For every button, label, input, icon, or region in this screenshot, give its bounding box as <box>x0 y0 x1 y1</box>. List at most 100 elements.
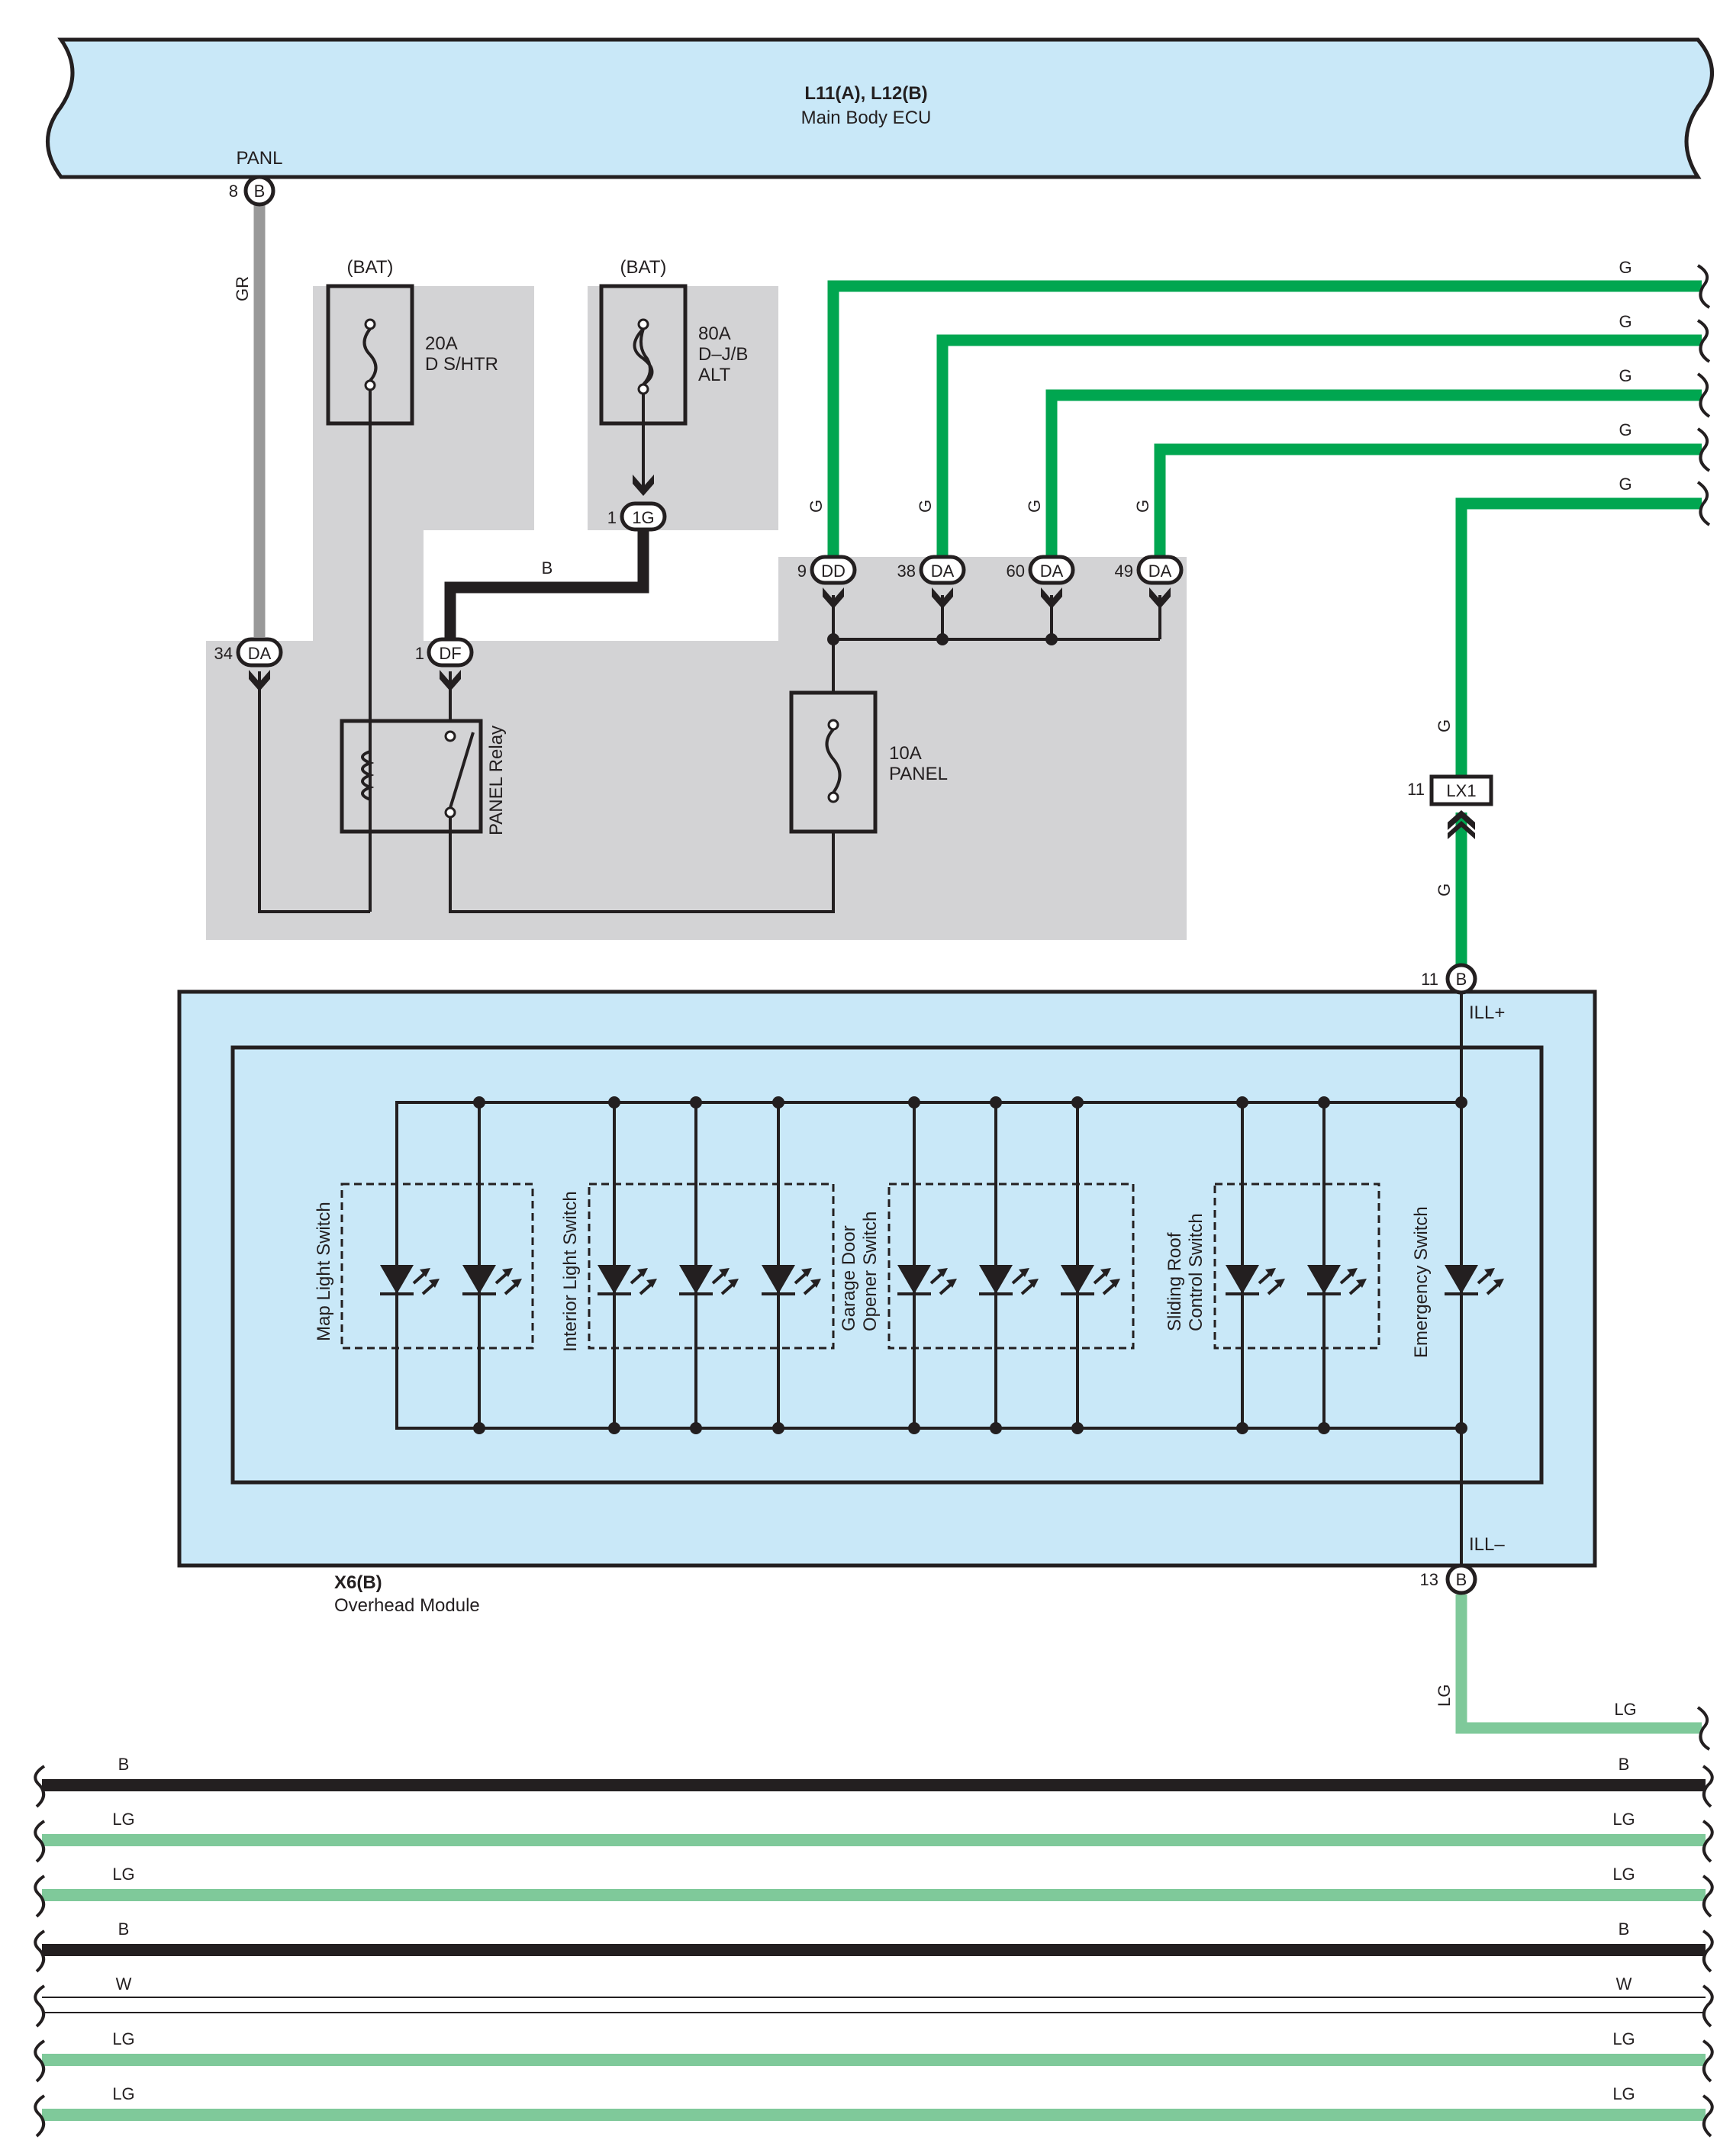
connector-dd9-code: DD <box>821 562 846 581</box>
sliding-roof-group <box>1213 1183 1380 1350</box>
garage-door-group <box>887 1183 1135 1350</box>
bus-label-lg-2-left: LG <box>112 1865 134 1884</box>
connector-1g: 1 1G <box>607 475 667 532</box>
connector-dd9: 9 DD <box>797 555 857 609</box>
fuse-panel: 10A PANEL <box>789 690 948 834</box>
wire-label-g-right-5: G <box>1619 475 1632 494</box>
label-ill-plus: ILL+ <box>1469 1002 1505 1023</box>
wire-g-dd9 <box>827 280 1702 557</box>
interior-light-group <box>588 1183 835 1350</box>
fuse-dshtr-name: D S/HTR <box>425 354 498 375</box>
bus-label-lg-2-right: LG <box>1612 1865 1635 1884</box>
label-map-light: Map Light Switch <box>314 1202 334 1341</box>
relay-coil <box>361 750 375 801</box>
fuse-panel-rating: 10A <box>889 743 922 764</box>
bus-label-lg-3-left: LG <box>112 2029 134 2048</box>
connector-da38-pin: 38 <box>897 562 916 581</box>
bus-break-right <box>1702 1765 1714 2138</box>
wire-lg-ill-minus <box>1455 1594 1702 1734</box>
ecu-code: L11(A), L12(B) <box>804 83 927 104</box>
wire-label-g-da38: G <box>916 500 935 513</box>
ecu-name: Main Body ECU <box>801 108 932 128</box>
relay-name: PANEL Relay <box>486 726 507 835</box>
connector-da60-code: DA <box>1040 562 1064 581</box>
wire-label-g-right-4: G <box>1619 420 1632 439</box>
fuse-dshtr: (BAT) 20A D S/HTR <box>326 257 498 426</box>
map-light-group <box>340 1183 534 1350</box>
wire-label-gr: GR <box>233 276 252 301</box>
label-ill-minus: ILL– <box>1469 1534 1505 1555</box>
connector-da49-pin: 49 <box>1115 562 1133 581</box>
connector-df1: 1 DF <box>415 637 474 691</box>
connector-ecu-b8: 8 B <box>229 175 275 207</box>
connector-1g-code: 1G <box>632 508 654 527</box>
gray-zone-main <box>206 286 1187 940</box>
ecu-body <box>46 37 1714 179</box>
bottom-bus: B B LG LG LG LG B B W W LG LG LG LG <box>34 1755 1714 2138</box>
wire-breaks-right <box>1696 264 1711 1751</box>
bus-label-lg-1-right: LG <box>1612 1810 1635 1829</box>
connector-da34-pin: 34 <box>214 644 233 663</box>
module-inner <box>230 1045 1544 1485</box>
wire-label-g-right-1: G <box>1619 258 1632 277</box>
fuse-alt-line2: D–J/B <box>698 344 748 365</box>
wire-internal-da34 <box>258 671 370 913</box>
wire-g-da49 <box>1154 443 1702 557</box>
fuse-dshtr-supply: (BAT) <box>347 257 394 278</box>
connector-da60: 60 DA <box>1007 555 1075 609</box>
bus-label-lg-3-right: LG <box>1612 2029 1635 2048</box>
connector-da49: 49 DA <box>1115 555 1184 609</box>
relay-contact <box>449 732 475 809</box>
connector-lx1: 11 LX1 <box>1407 774 1493 839</box>
wire-label-g-dd9: G <box>807 500 826 513</box>
wire-label-g-da60: G <box>1025 500 1044 513</box>
connector-da34-code: DA <box>248 644 272 663</box>
connector-1g-pin: 1 <box>607 508 617 527</box>
module-outer <box>177 990 1597 1568</box>
ecu-terminal-label: PANL <box>237 148 283 169</box>
bus-label-b-1-right: B <box>1619 1755 1630 1774</box>
fuse-dshtr-rating: 20A <box>425 333 458 354</box>
label-roof-line2: Control Switch <box>1186 1213 1206 1331</box>
connector-da34: 34 DA <box>214 637 283 691</box>
fuse-alt: (BAT) 80A D–J/B ALT <box>599 257 748 426</box>
connector-b13-pin: 13 <box>1420 1570 1438 1589</box>
junction-block-zone <box>206 286 1187 940</box>
wire-label-lg-ill-minus: LG <box>1435 1685 1454 1707</box>
overhead-module: X6(B) Overhead Module <box>177 980 1597 1616</box>
wire-label-g-right-3: G <box>1619 366 1632 385</box>
label-interior-light: Interior Light Switch <box>560 1191 581 1352</box>
fuse-alt-supply: (BAT) <box>620 257 667 278</box>
connector-df1-code: DF <box>439 644 461 663</box>
bus-label-w-right: W <box>1616 1974 1632 1993</box>
bus-label-lg-1-left: LG <box>112 1810 134 1829</box>
wire-g-da60 <box>1045 389 1702 557</box>
wire-label-g-right-2: G <box>1619 312 1632 331</box>
gray-zone-alt <box>588 286 778 530</box>
bus-label-b-2-left: B <box>118 1919 130 1939</box>
connector-lx1-pin: 11 <box>1407 780 1425 799</box>
junction-dots <box>827 633 1058 645</box>
module-bus-dots <box>473 1096 1467 1434</box>
wire-g-lx1 <box>1455 497 1702 777</box>
wire-label-g-lx1-upper: G <box>1435 719 1454 732</box>
bus-label-lg-4-left: LG <box>112 2084 134 2103</box>
wire-label-b-relay: B <box>542 558 553 578</box>
label-roof-line1: Sliding Roof <box>1164 1232 1185 1331</box>
switch-groups <box>340 1183 1380 1350</box>
wire-label-lg-right: LG <box>1614 1700 1636 1719</box>
wire-label-g-da49: G <box>1133 500 1152 513</box>
bus-label-lg-4-right: LG <box>1612 2084 1635 2103</box>
fuse-panel-name: PANEL <box>889 764 948 784</box>
connector-ecu-b8-pin: 8 <box>229 182 238 201</box>
bus-label-b-1-left: B <box>118 1755 130 1774</box>
connector-b11-pin: 11 <box>1421 970 1438 989</box>
label-garage-line2: Opener Switch <box>860 1212 881 1331</box>
wire-relay-panel <box>449 671 835 913</box>
module-name: Overhead Module <box>334 1595 480 1616</box>
connector-df1-pin: 1 <box>415 644 424 663</box>
connector-dd9-pin: 9 <box>797 562 807 581</box>
connector-b13-code: B <box>1456 1570 1467 1589</box>
main-body-ecu: L11(A), L12(B) Main Body ECU PANL <box>46 37 1714 179</box>
